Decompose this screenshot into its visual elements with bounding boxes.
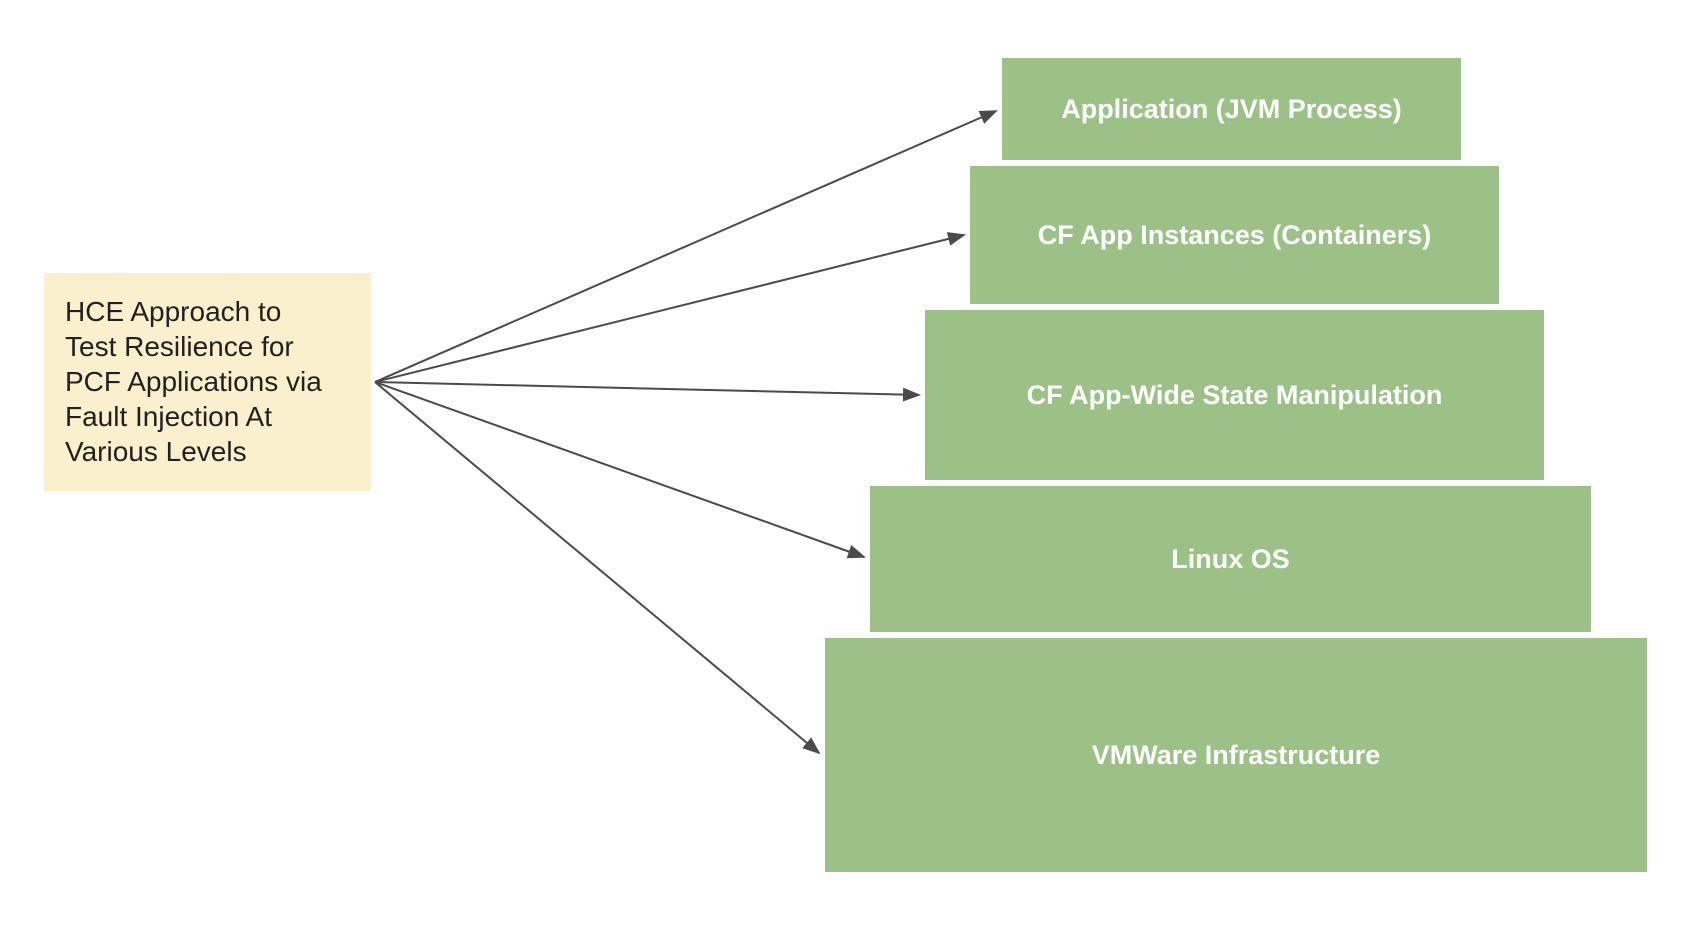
source-note-line: HCE Approach to bbox=[65, 296, 282, 327]
source-note-line: Fault Injection At bbox=[65, 401, 273, 432]
level-box-application: Application (JVM Process) bbox=[1002, 58, 1461, 160]
source-note-line: PCF Applications via bbox=[65, 366, 322, 397]
arrow-to-cf-app-instances bbox=[374, 232, 966, 383]
level-box-cf-app-instances: CF App Instances (Containers) bbox=[970, 166, 1499, 304]
arrow-to-linux-os bbox=[374, 381, 866, 559]
source-note-line: Test Resilience for bbox=[65, 331, 294, 362]
level-box-vmware-infrastructure: VMWare Infrastructure bbox=[825, 638, 1647, 872]
source-note-line: Various Levels bbox=[65, 436, 247, 467]
level-box-linux-os: Linux OS bbox=[870, 486, 1591, 632]
level-label: CF App-Wide State Manipulation bbox=[1026, 379, 1443, 410]
arrow-to-vmware bbox=[374, 381, 821, 755]
level-box-state-manipulation: CF App-Wide State Manipulation bbox=[925, 310, 1544, 480]
level-label: VMWare Infrastructure bbox=[1091, 739, 1381, 770]
level-label: Linux OS bbox=[1171, 543, 1290, 574]
arrow-to-application bbox=[374, 110, 998, 383]
arrow-to-state-manipulation bbox=[374, 381, 921, 402]
source-note: HCE Approach to Test Resilience for PCF … bbox=[44, 273, 371, 491]
level-label: CF App Instances (Containers) bbox=[1037, 219, 1432, 250]
level-label: Application (JVM Process) bbox=[1061, 93, 1402, 124]
